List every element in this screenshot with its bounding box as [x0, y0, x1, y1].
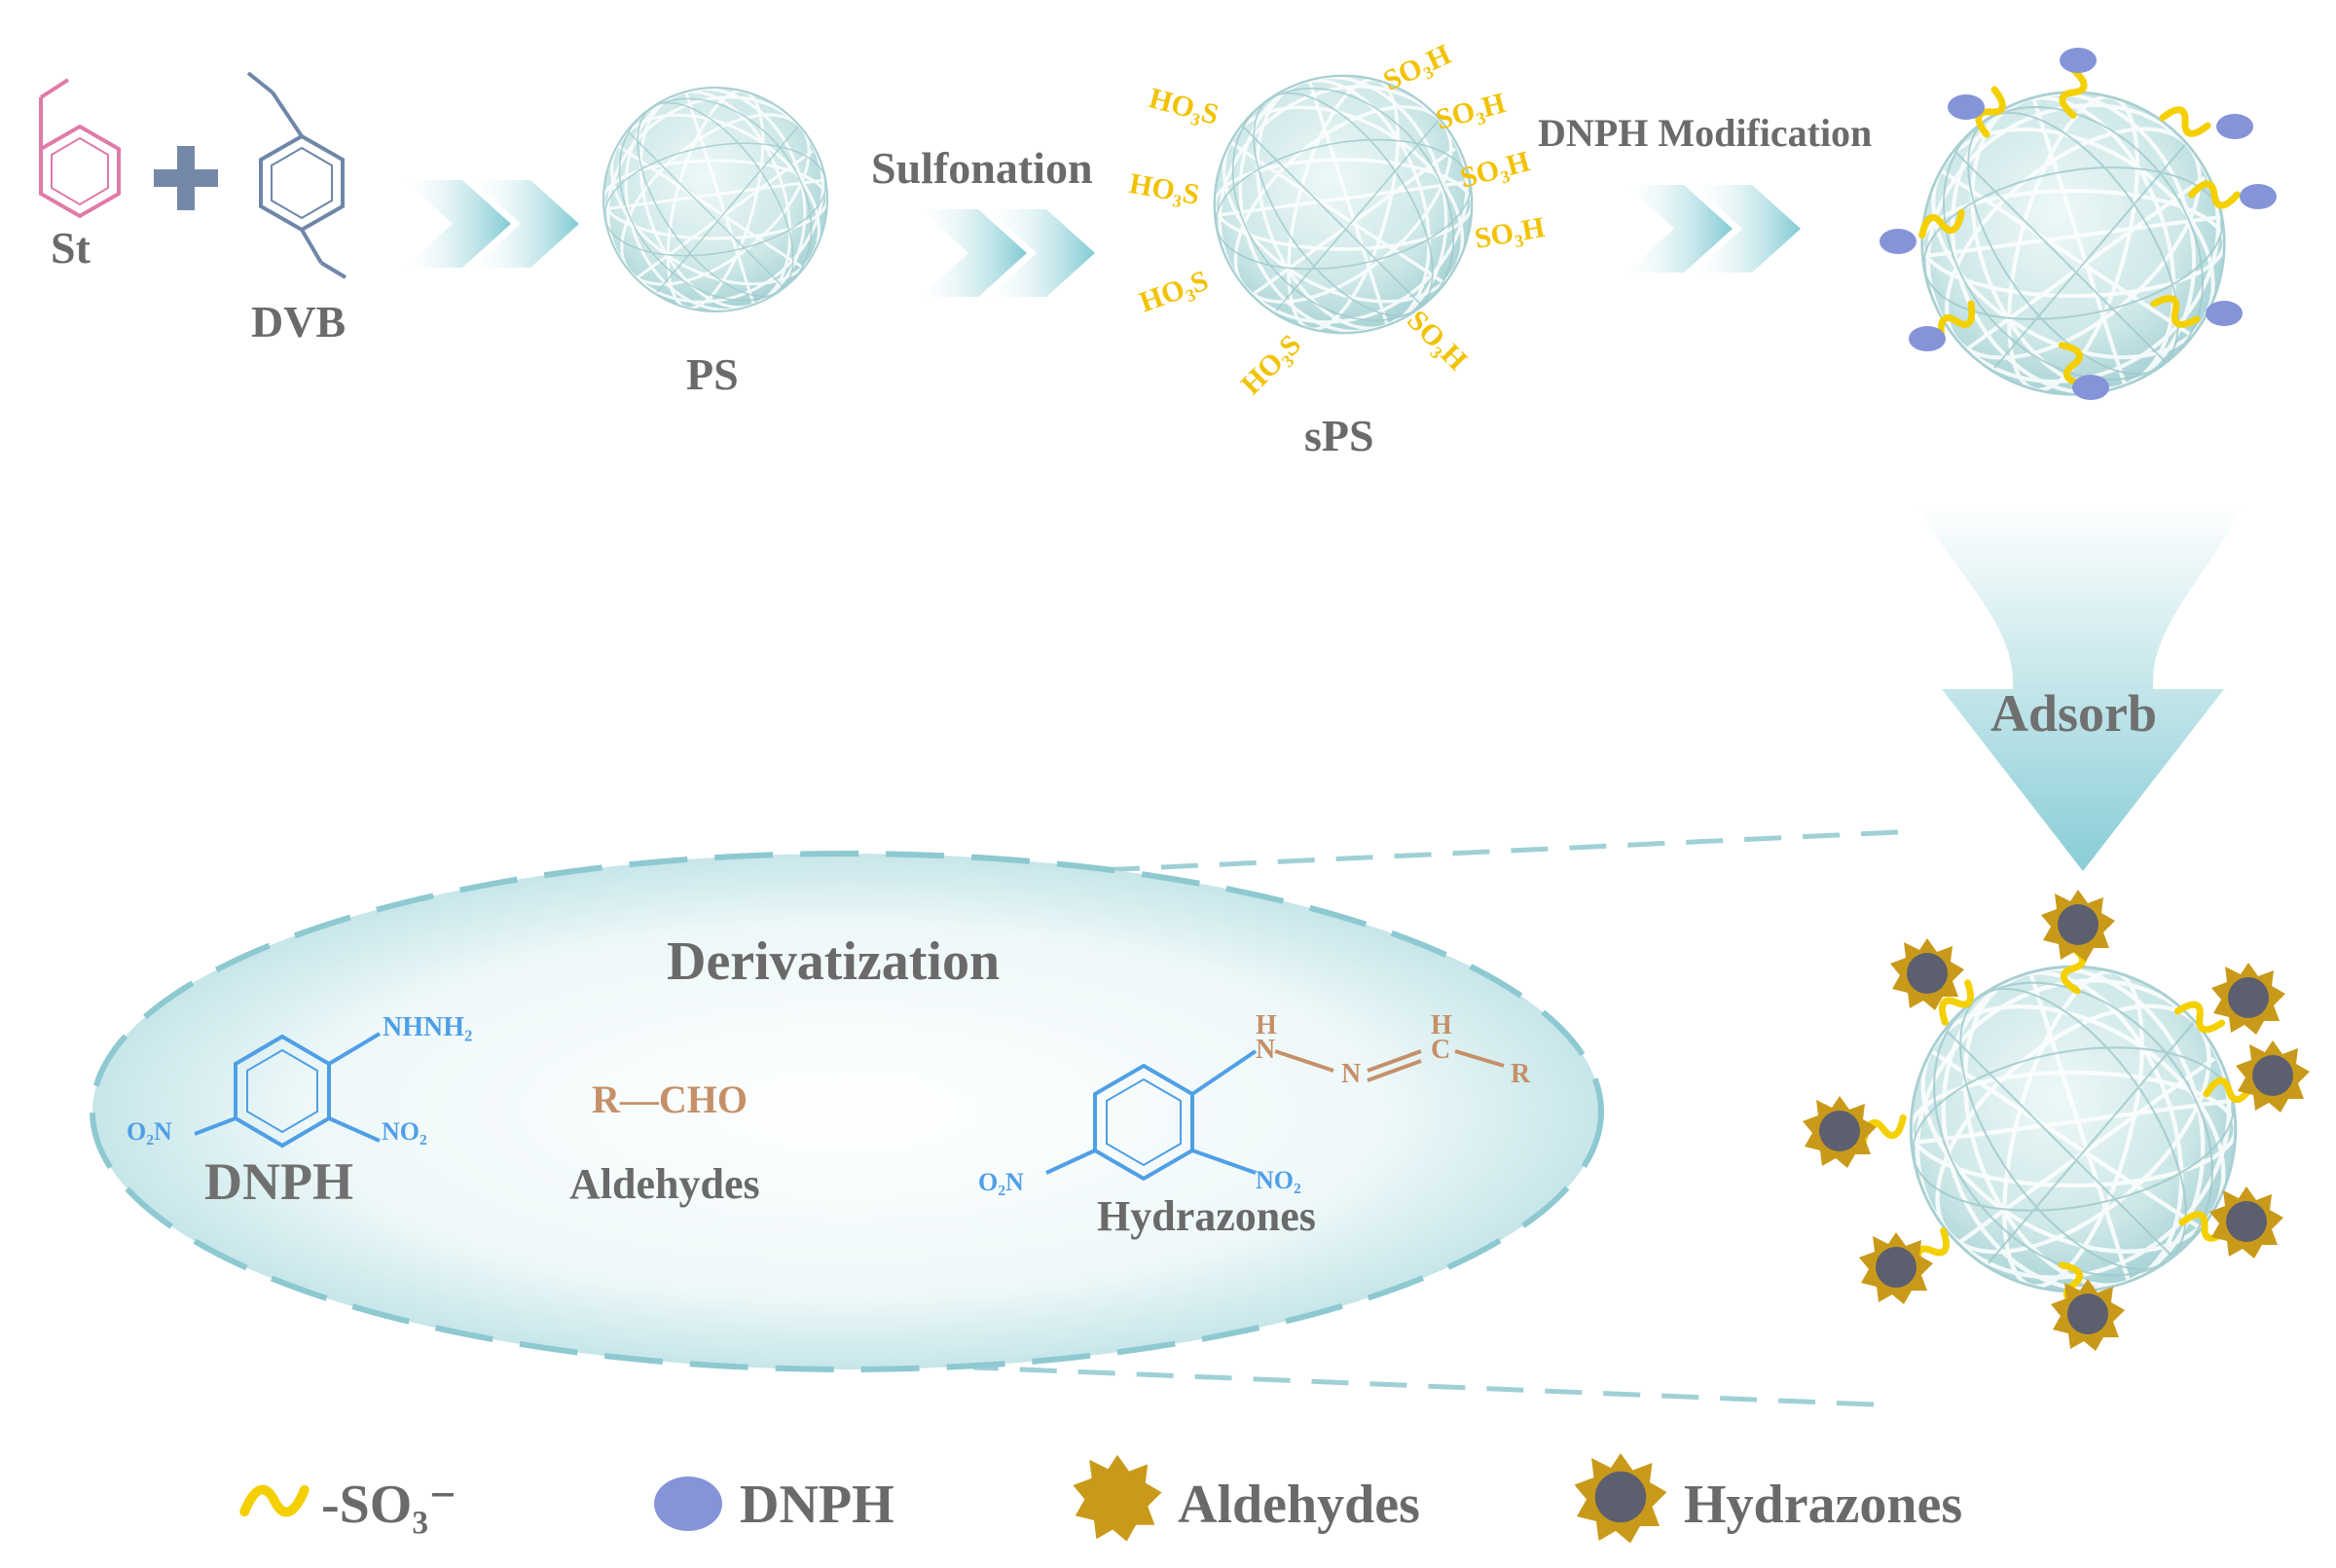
styrene-label: St: [51, 223, 91, 273]
legend-dnph-icon: [654, 1477, 722, 1531]
arrow-dnph-modification: [1625, 185, 1801, 273]
legend-so3-icon: [244, 1490, 305, 1513]
zoom-guide-lines: [972, 829, 1899, 1407]
hydrazone-structure: [1045, 1049, 1505, 1182]
legend-hydrazone-icon: [1575, 1453, 1667, 1544]
sps-label: sPS: [1304, 411, 1374, 460]
dnph-o2n: O₂N: [127, 1117, 172, 1146]
legend-dnph-label: DNPH: [740, 1475, 894, 1535]
sulfonation-label: Sulfonation: [871, 143, 1093, 193]
styrene-structure: [39, 78, 121, 219]
dnph-nhnh2: NHNH₂: [383, 1012, 473, 1042]
plus-icon: [154, 146, 218, 210]
legend-graphics: [244, 1453, 1666, 1544]
adsorb-arrow: [1916, 504, 2244, 871]
dnph-modified-sphere: [1874, 48, 2277, 438]
aldehyde-formula: R—CHO: [592, 1077, 748, 1121]
arrow-polymerization: [404, 180, 579, 268]
adsorb-label: Adsorb: [1990, 684, 2158, 743]
ps-label: PS: [686, 349, 739, 399]
ps-sphere: [566, 54, 865, 346]
dnph-name: DNPH: [204, 1152, 353, 1211]
divinylbenzene-structure: [246, 71, 347, 279]
dnph-structure: [194, 1032, 382, 1149]
dnph-modification-label: DNPH Modification: [1538, 111, 1873, 155]
legend-aldehyde-icon: [1073, 1454, 1162, 1542]
hydrazone-n1: N: [1256, 1035, 1276, 1065]
hydrazone-o2n: O₂N: [978, 1168, 1024, 1196]
derivatization-ellipse: [90, 851, 1604, 1372]
derivatization-title: Derivatization: [667, 931, 1001, 992]
legend-aldehydes-label: Aldehydes: [1178, 1475, 1420, 1535]
hydrazone-h-c: H: [1431, 1010, 1452, 1040]
hydrazone-name: Hydrazones: [1097, 1192, 1316, 1240]
hydrazone-c: C: [1431, 1035, 1451, 1065]
hydrazone-r: R: [1511, 1059, 1531, 1089]
aldehyde-name: Aldehydes: [569, 1160, 760, 1208]
arrow-sulfonation: [920, 209, 1095, 297]
hydrazone-h-n: H: [1256, 1010, 1277, 1040]
legend-hydrazones-label: Hydrazones: [1684, 1475, 1963, 1535]
legend-so3-label: -SO₃⁻: [321, 1475, 457, 1535]
hydrazone-loaded-sphere: [1803, 890, 2310, 1351]
hydrazone-n2: N: [1341, 1059, 1362, 1089]
dnph-no2: NO₂: [382, 1117, 427, 1146]
dvb-label: DVB: [251, 297, 347, 346]
hydrazone-no2: NO₂: [1256, 1166, 1301, 1194]
sps-sphere: [1171, 37, 1515, 372]
